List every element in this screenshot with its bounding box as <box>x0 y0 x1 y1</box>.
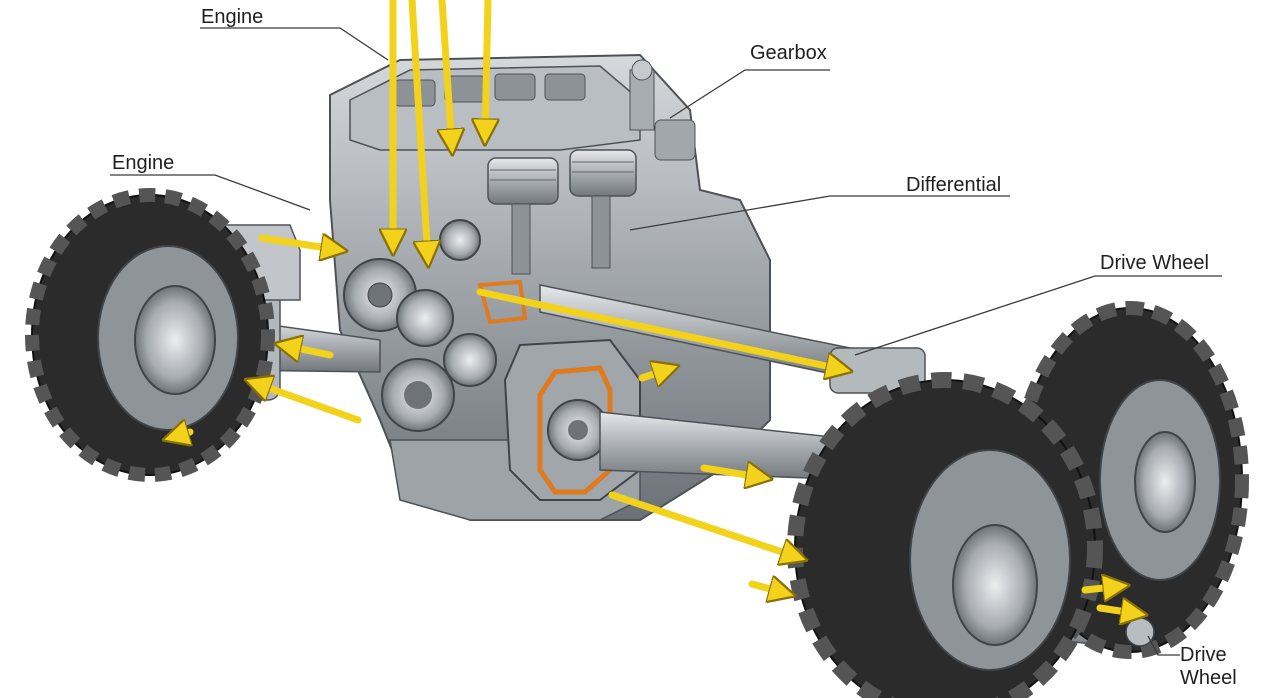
flow-arrow <box>1096 608 1140 614</box>
flow-arrow <box>476 288 845 370</box>
leader-lines <box>110 27 1222 656</box>
front-right-drive-wheel <box>787 372 1155 698</box>
piston <box>569 149 637 269</box>
flow-arrow <box>252 382 362 424</box>
pulley-assembly <box>343 219 497 432</box>
leader-differential <box>629 195 1010 231</box>
flow-arrow <box>638 368 672 378</box>
label-differential: Differential <box>906 174 1002 196</box>
flow-arrow <box>258 238 340 250</box>
label-drive-wheel-bottom: Drive Wheel <box>1180 644 1237 690</box>
flow-arrow <box>485 0 488 138</box>
label-engine-top: Engine <box>201 6 264 28</box>
flow-arrow <box>282 345 334 355</box>
leader-gearbox <box>669 69 830 119</box>
flow-arrow <box>748 584 788 594</box>
flow-arrow <box>408 0 428 260</box>
label-drive-wheel-bottom-line2: Wheel <box>1180 667 1237 689</box>
flow-arrow <box>700 468 765 478</box>
leader-engine-left <box>110 174 311 211</box>
label-drive-wheel-right: Drive Wheel <box>1100 252 1209 274</box>
leader-drive-wheel-bottom <box>1147 635 1180 656</box>
flow-arrow <box>608 491 800 558</box>
flow-arrow <box>1081 586 1122 590</box>
flow-arrow <box>170 432 194 438</box>
left-drive-wheel <box>25 188 275 482</box>
label-gearbox: Gearbox <box>750 42 827 64</box>
label-engine-left: Engine <box>112 152 175 174</box>
piston <box>487 157 559 275</box>
label-drive-wheel-bottom-line1: Drive <box>1180 644 1227 666</box>
leader-drive-wheel-right <box>854 275 1222 356</box>
power-flow-arrows <box>170 0 1140 614</box>
leader-engine-top <box>200 27 389 61</box>
flow-arrow <box>442 0 452 148</box>
differential-housing <box>477 279 641 501</box>
